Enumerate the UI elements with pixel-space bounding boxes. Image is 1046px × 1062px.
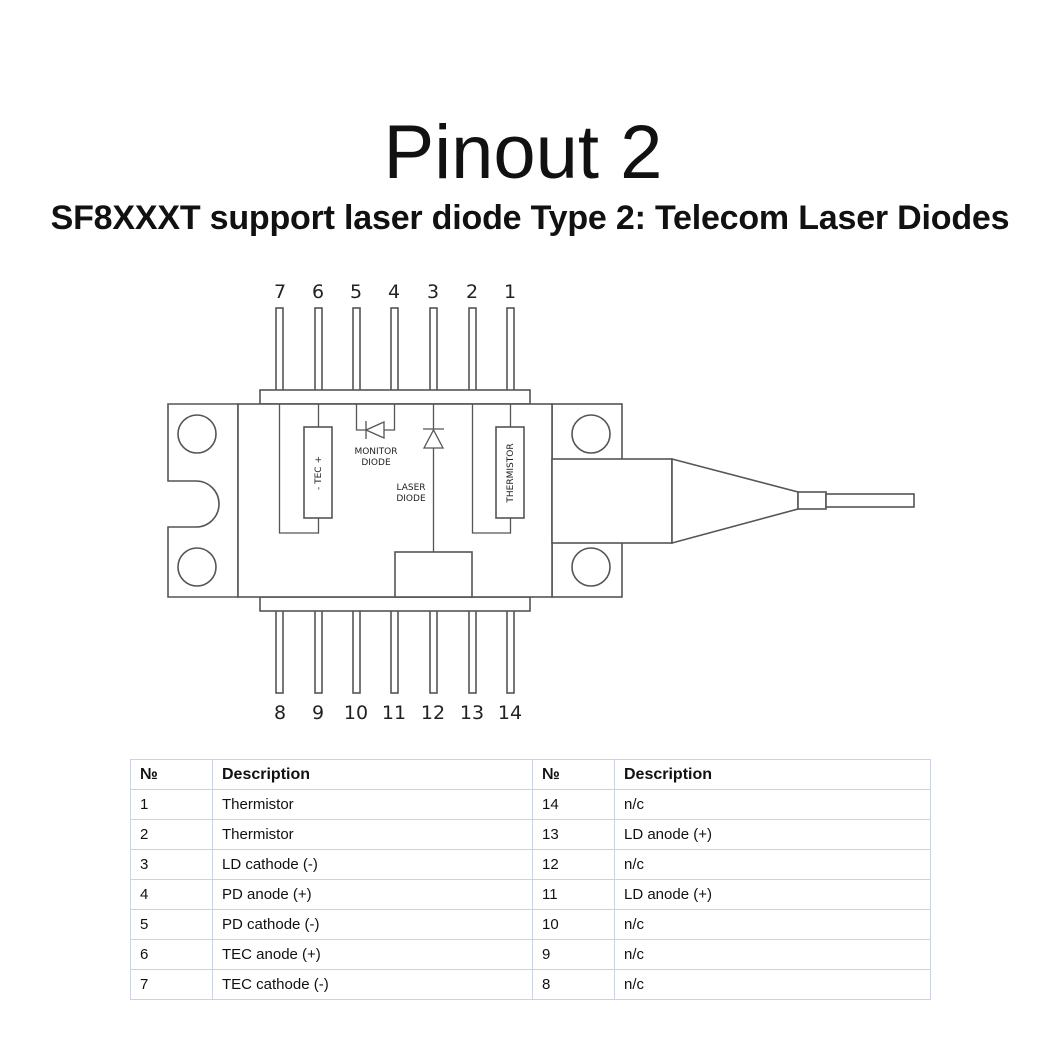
pin-number: 13	[532, 819, 615, 850]
pin-number: 3	[130, 849, 213, 880]
top-lead-frame	[259, 389, 531, 405]
pin-number: 10	[532, 909, 615, 940]
pin-number: 8	[532, 969, 615, 1000]
table-row: 7 TEC cathode (-) 8 n/c	[130, 969, 931, 1000]
pin-number: 11	[532, 879, 615, 910]
page-title: Pinout 2	[383, 110, 663, 195]
pin-description: LD anode (+)	[614, 819, 931, 850]
pin-number: 2	[130, 819, 213, 850]
pin-label-13: 13	[460, 702, 484, 724]
pin-description: n/c	[614, 969, 931, 1000]
pin-number: 7	[130, 969, 213, 1000]
table-row: 3 LD cathode (-) 12 n/c	[130, 849, 931, 880]
pin-description: n/c	[614, 849, 931, 880]
left-mounting-flange	[167, 403, 239, 598]
top-pin-numbers: 7 6 5 4 3 2 1	[274, 281, 516, 303]
pin-label-7: 7	[274, 281, 286, 303]
pin-label-6: 6	[312, 281, 324, 303]
pin-label-4: 4	[388, 281, 400, 303]
pin-label-10: 10	[344, 702, 368, 724]
pin-label-14: 14	[498, 702, 522, 724]
pin-description: PD anode (+)	[212, 879, 533, 910]
pin-description: PD cathode (-)	[212, 909, 533, 940]
monitor-diode-symbol	[364, 420, 385, 440]
pin-description: n/c	[614, 909, 931, 940]
fiber-snout	[551, 458, 673, 544]
pin-description: LD cathode (-)	[212, 849, 533, 880]
pin-description: Thermistor	[212, 789, 533, 820]
pin-number: 1	[130, 789, 213, 820]
butterfly-package-diagram: 7 6 5 4 3 2 1 8 9 10 11 12 13 14 - TEC +…	[167, 281, 915, 724]
right-top-mounting-hole	[571, 414, 611, 454]
header-description-right: Description	[614, 759, 931, 790]
monitor-diode-label-line2: DIODE	[361, 458, 391, 468]
pin-description: TEC cathode (-)	[212, 969, 533, 1000]
header-number-left: №	[130, 759, 213, 790]
optical-fiber	[825, 493, 915, 508]
header-description-left: Description	[212, 759, 533, 790]
thermistor-label: THERMISTOR	[506, 443, 516, 503]
pin-label-3: 3	[427, 281, 439, 303]
table-row: 5 PD cathode (-) 10 n/c	[130, 909, 931, 940]
laser-diode-label-line1: LASER	[396, 483, 425, 493]
bottom-pin-numbers: 8 9 10 11 12 13 14	[274, 702, 522, 724]
pin-number: 9	[532, 939, 615, 970]
laser-diode-label-line2: DIODE	[396, 494, 426, 504]
laser-diode-symbol	[422, 428, 445, 449]
pin-description-table: № Description № Description 1 Thermistor…	[130, 759, 931, 1000]
fiber-ferrule	[797, 491, 827, 510]
pin-label-5: 5	[350, 281, 362, 303]
left-top-mounting-hole	[177, 414, 217, 454]
pin-label-11: 11	[382, 702, 406, 724]
table-row: 4 PD anode (+) 11 LD anode (+)	[130, 879, 931, 910]
pin-number: 6	[130, 939, 213, 970]
pin-number: 4	[130, 879, 213, 910]
pin-label-8: 8	[274, 702, 286, 724]
table-row: 1 Thermistor 14 n/c	[130, 789, 931, 820]
bottom-lead-frame	[259, 596, 531, 612]
table-row: 6 TEC anode (+) 9 n/c	[130, 939, 931, 970]
pin-description: n/c	[614, 789, 931, 820]
pin-label-9: 9	[312, 702, 324, 724]
right-bottom-mounting-hole	[571, 547, 611, 587]
pin-label-12: 12	[421, 702, 445, 724]
table-header-row: № Description № Description	[130, 759, 931, 790]
left-bottom-mounting-hole	[177, 547, 217, 587]
tec-element	[303, 426, 333, 519]
pin-description: n/c	[614, 939, 931, 970]
submount-block	[394, 551, 473, 598]
monitor-diode-label-line1: MONITOR	[354, 447, 397, 457]
pin-number: 5	[130, 909, 213, 940]
pin-label-1: 1	[504, 281, 516, 303]
header-number-right: №	[532, 759, 615, 790]
table-row: 2 Thermistor 13 LD anode (+)	[130, 819, 931, 850]
page-subtitle: SF8XXXT support laser diode Type 2: Tele…	[50, 199, 1010, 237]
pin-number: 12	[532, 849, 615, 880]
tec-label: - TEC +	[314, 456, 324, 490]
fiber-taper	[671, 457, 799, 545]
pin-description: LD anode (+)	[614, 879, 931, 910]
pin-number: 14	[532, 789, 615, 820]
pin-description: Thermistor	[212, 819, 533, 850]
pin-description: TEC anode (+)	[212, 939, 533, 970]
pin-label-2: 2	[466, 281, 478, 303]
internal-wiring	[278, 404, 512, 552]
thermistor-element	[495, 426, 525, 519]
